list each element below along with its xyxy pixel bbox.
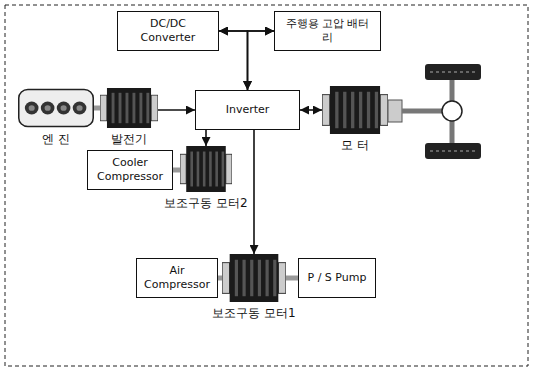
part-label: 보조구동 모터1 — [211, 306, 296, 320]
shaft — [173, 168, 180, 173]
power-arrow — [158, 109, 195, 111]
compressor-box: Cooler Compressor — [87, 150, 173, 190]
motor-symbol — [180, 146, 232, 192]
part-label: 모 터 — [340, 138, 370, 152]
box-label: P / S Pump — [308, 271, 367, 285]
aux-motor: 보조구동 모터1 — [222, 254, 286, 302]
shaft — [94, 106, 100, 111]
inverter-box: Inverter — [195, 90, 300, 130]
power-arrow — [248, 31, 275, 90]
power-arrow — [205, 130, 207, 146]
part-label: 발전기 — [110, 132, 148, 146]
frame — [5, 5, 528, 366]
box-label: Air Compressor — [143, 264, 211, 292]
power-arrow — [253, 130, 255, 254]
aux-motor: 보조구동 모터2 — [180, 146, 232, 192]
motor-symbol — [100, 88, 158, 128]
battery-box: 주행용 고압 배터리 — [274, 11, 381, 51]
box-label: DC/DC Converter — [124, 17, 212, 45]
compressor-box: Air Compressor — [136, 258, 218, 298]
generator: 발전기 — [100, 88, 158, 128]
power-arrow — [300, 109, 322, 111]
engine-symbol — [18, 88, 94, 128]
shaft — [286, 276, 298, 281]
part-label: 보조구동 모터2 — [163, 196, 248, 210]
converter-box: DC/DC Converter — [117, 11, 219, 51]
motor-symbol — [222, 254, 286, 302]
wheel-axle — [388, 64, 481, 159]
box-label: 주행용 고압 배터리 — [281, 17, 374, 45]
pump-box: P / S Pump — [298, 258, 376, 298]
box-label: Cooler Compressor — [94, 156, 166, 184]
part-label: 엔 진 — [41, 132, 71, 146]
box-label: Inverter — [226, 103, 270, 117]
drive-motor: 모 터 — [322, 86, 388, 134]
power-arrow — [219, 31, 248, 90]
engine: 엔 진 — [18, 88, 94, 128]
motor-symbol — [322, 86, 388, 134]
